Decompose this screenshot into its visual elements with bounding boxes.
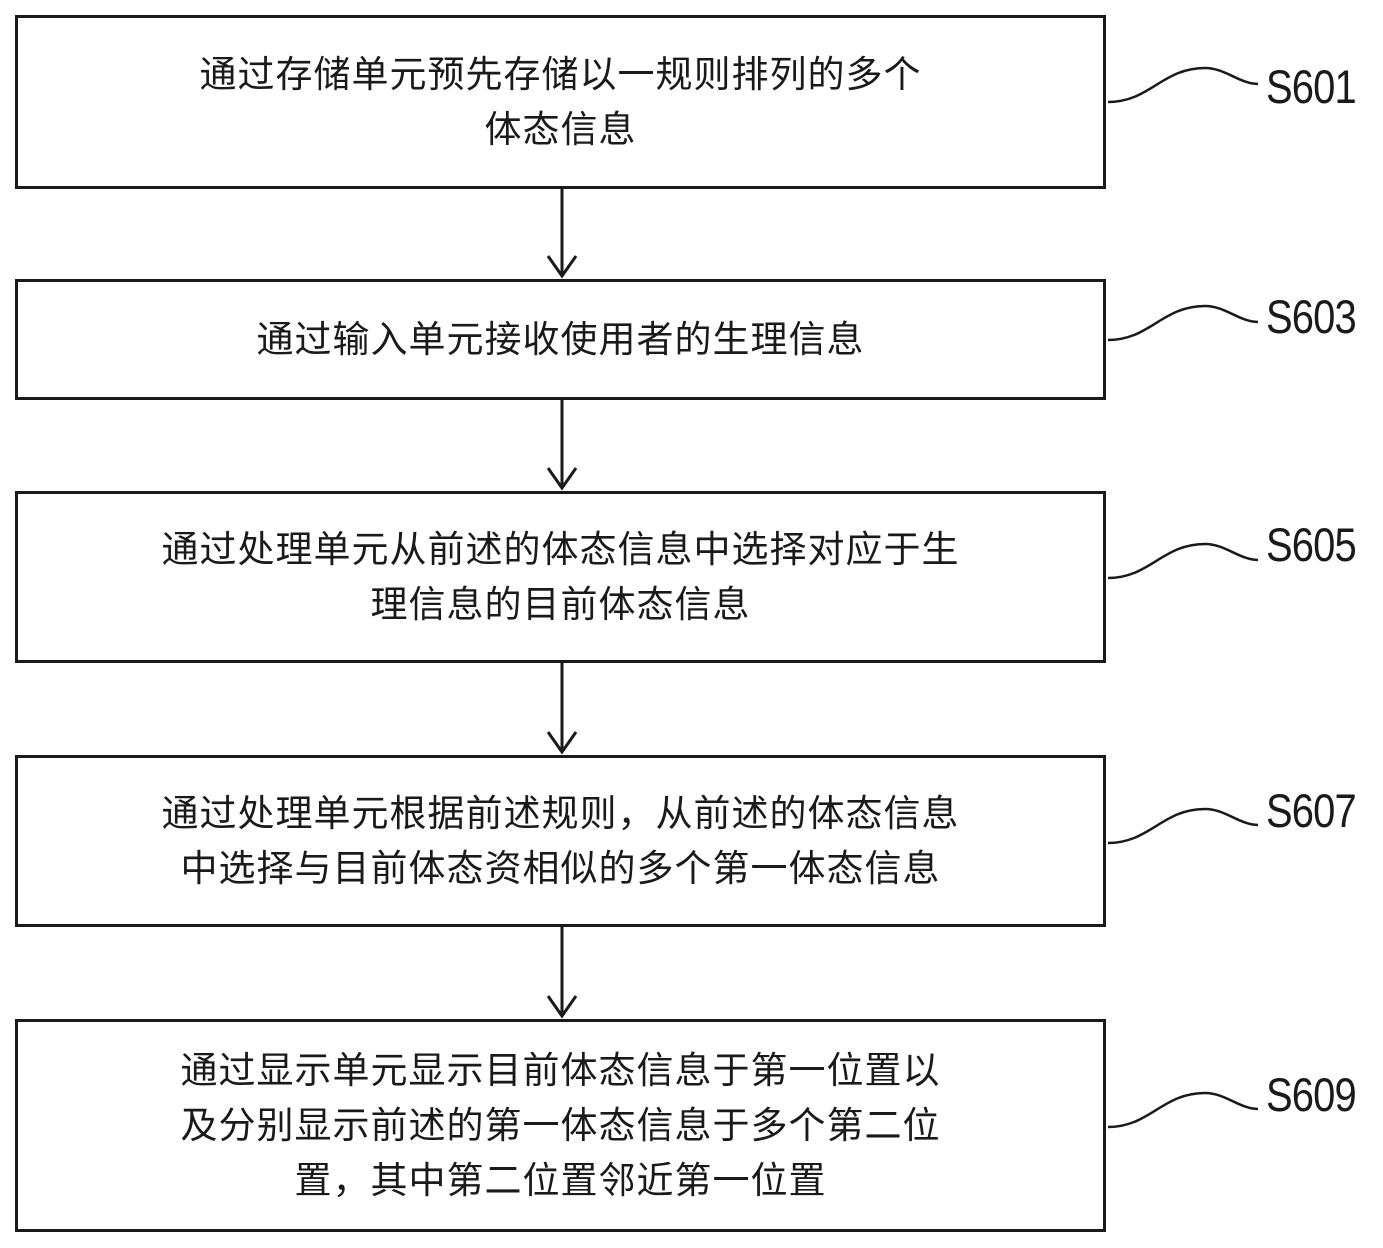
leader-s605 [1107,542,1259,580]
step-box-s603: 通过输入单元接收使用者的生理信息 [15,279,1106,400]
step-label-s609: S609 [1266,1068,1357,1121]
step-box-s609: 通过显示单元显示目前体态信息于第一位置以 及分别显示前述的第一体态信息于多个第二… [15,1019,1106,1232]
step-text-s607: 通过处理单元根据前述规则，从前述的体态信息 中选择与目前体态资相似的多个第一体态… [161,792,960,890]
step-text-s605: 通过处理单元从前述的体态信息中选择对应于生 理信息的目前体态信息 [161,528,960,626]
arrow-s603-to-s605 [546,400,578,491]
step-label-s605: S605 [1266,518,1357,571]
leader-s607 [1107,807,1259,845]
step-label-s603: S603 [1266,290,1357,343]
step-box-s601: 通过存储单元预先存储以一规则排列的多个 体态信息 [15,15,1106,189]
step-label-s607: S607 [1266,784,1357,837]
step-label-s601: S601 [1266,60,1357,113]
arrow-s607-to-s609 [546,927,578,1019]
leader-s609 [1107,1091,1259,1129]
step-text-s609: 通过显示单元显示目前体态信息于第一位置以 及分别显示前述的第一体态信息于多个第二… [180,1049,941,1202]
leader-s603 [1107,304,1259,342]
arrow-s605-to-s607 [546,663,578,755]
step-text-s601: 通过存储单元预先存储以一规则排列的多个 体态信息 [199,53,922,151]
step-text-s603: 通过输入单元接收使用者的生理信息 [256,318,865,361]
leader-s601 [1107,66,1259,104]
arrow-s601-to-s603 [546,189,578,279]
step-box-s605: 通过处理单元从前述的体态信息中选择对应于生 理信息的目前体态信息 [15,491,1106,663]
step-box-s607: 通过处理单元根据前述规则，从前述的体态信息 中选择与目前体态资相似的多个第一体态… [15,755,1106,927]
